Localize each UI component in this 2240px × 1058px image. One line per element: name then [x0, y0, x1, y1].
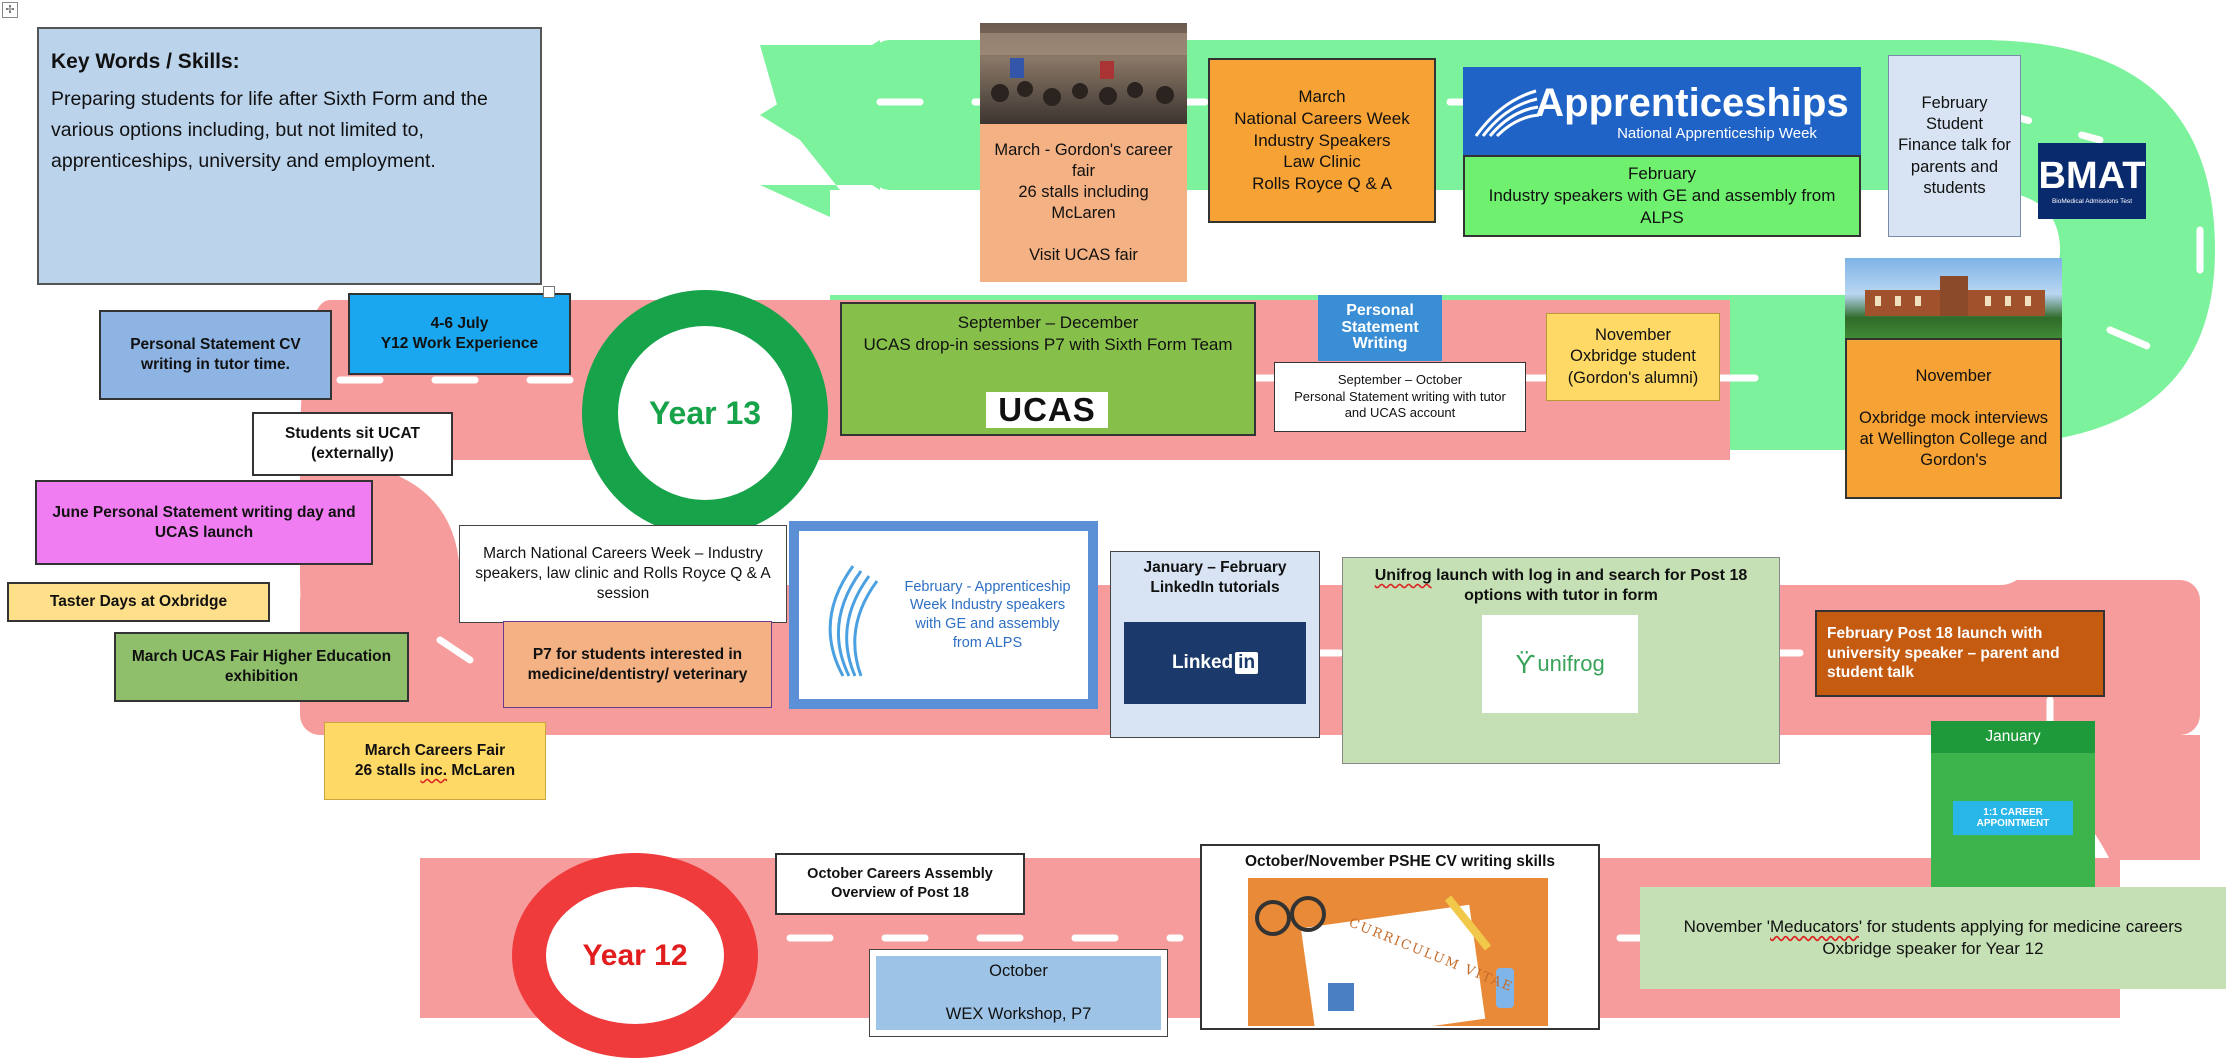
- june-personal-statement-box: June Personal Statement writing day and …: [35, 480, 373, 565]
- nov-oxbridge-student-text: November Oxbridge student (Gordon's alum…: [1567, 326, 1699, 387]
- nov-oxbridge-mock-text: November Oxbridge mock interviews at Wel…: [1859, 366, 2048, 470]
- october-wex-box: October WEX Workshop, P7: [869, 949, 1168, 1037]
- march-careers-fair-box: March Careers Fair 26 stalls inc. McLare…: [324, 722, 546, 800]
- crowd-image: [980, 33, 1187, 106]
- road-arrow-tip: [760, 40, 880, 190]
- year13-marker: Year 13: [582, 290, 828, 536]
- ucas-logo: UCAS: [986, 391, 1108, 428]
- taster-days-text: Taster Days at Oxbridge: [49, 593, 228, 611]
- january-label: January: [1931, 721, 2095, 753]
- sep-oct-personal-statement-box: September – October Personal Statement w…: [1274, 362, 1526, 432]
- college-building-image: [1865, 276, 2045, 316]
- march-gordons-fair-text: March - Gordon's career fair 26 stalls i…: [994, 140, 1173, 265]
- linkedin-in-badge: in: [1235, 652, 1259, 674]
- ucas-dropin-text: September – December UCAS drop-in sessio…: [863, 313, 1233, 354]
- october-wex-inner: October WEX Workshop, P7: [876, 956, 1161, 1030]
- march-ncw-text: March National Careers Week Industry Spe…: [1234, 87, 1410, 194]
- february-alps-text: February Industry speakers with GE and a…: [1488, 164, 1836, 227]
- feb-post18-box: February Post 18 launch with university …: [1815, 610, 2105, 697]
- feb-apprenticeship-box: February - Apprenticeship Week Industry …: [789, 521, 1098, 709]
- meducators-oxbridge-text: Oxbridge speaker for Year 12: [1822, 939, 2044, 958]
- year12-marker: Year 12: [512, 853, 758, 1058]
- march-careers-fair-line1: March Careers Fair: [364, 742, 506, 760]
- jan-feb-linkedin-text: January – February LinkedIn tutorials: [1143, 559, 1287, 596]
- bmat-title: BMAT: [2038, 155, 2146, 197]
- apprenticeships-logo: Apprenticeships National Apprenticeship …: [1463, 67, 1861, 155]
- cv-paper-image: [1255, 895, 1514, 1026]
- apprenticeships-subtitle: National Apprenticeship Week: [1617, 124, 1817, 142]
- career-appointment-badge: 1:1 CAREER APPOINTMENT: [1953, 800, 2073, 835]
- meducators-text: November 'Meducators' for students apply…: [1683, 917, 2183, 937]
- july-work-experience-box: 4-6 July Y12 Work Experience: [348, 293, 571, 375]
- february-student-finance-box: February Student Finance talk for parent…: [1888, 55, 2021, 237]
- oct-nov-pshe-text: October/November PSHE CV writing skills: [1244, 853, 1556, 870]
- march-ncw-lower-box: March National Careers Week – Industry s…: [459, 525, 787, 623]
- personal-statement-logo: Personal Statement Writing: [1318, 295, 1442, 361]
- p7-medicine-text: P7 for students interested in medicine/d…: [527, 645, 748, 683]
- ucat-box: Students sit UCAT (externally): [252, 412, 453, 476]
- table-move-handle-icon[interactable]: ✢: [2, 2, 18, 18]
- key-words-box: Key Words / Skills: Preparing students f…: [37, 27, 542, 285]
- linkedin-logo-text: Linked: [1171, 652, 1234, 673]
- wellington-college-photo: [1845, 258, 2062, 338]
- year13-label: Year 13: [648, 394, 762, 431]
- bmat-subtitle: BioMedical Admissions Test: [2051, 198, 2133, 205]
- unifrog-text: Unifrog launch with log in and search fo…: [1374, 567, 1748, 605]
- february-student-finance-text: February Student Finance talk for parent…: [1898, 94, 2011, 197]
- january-box: January 1:1 CAREER APPOINTMENT: [1931, 721, 2095, 888]
- apprenticeships-wave-icon: [1474, 89, 1540, 138]
- march-ncw-lower-text: March National Careers Week – Industry s…: [475, 545, 771, 602]
- year12-label: Year 12: [582, 938, 688, 972]
- personal-statement-cv-text: Personal Statement CV writing in tutor t…: [130, 336, 301, 373]
- june-personal-statement-text: June Personal Statement writing day and …: [52, 503, 356, 541]
- oct-careers-assembly-text: October Careers Assembly Overview of Pos…: [807, 866, 993, 901]
- resize-handle-icon[interactable]: [543, 286, 555, 298]
- linkedin-logo: Linked in: [1124, 622, 1306, 704]
- key-words-heading: Key Words / Skills:: [51, 50, 240, 73]
- career-fair-photo: [980, 23, 1187, 124]
- march-gordons-fair-box: March - Gordon's career fair 26 stalls i…: [980, 124, 1187, 282]
- oct-careers-assembly-box: October Careers Assembly Overview of Pos…: [775, 853, 1025, 915]
- ucas-logo-text: UCAS: [998, 391, 1096, 428]
- july-work-experience-text: 4-6 July Y12 Work Experience: [380, 315, 539, 352]
- unifrog-box: Unifrog launch with log in and search fo…: [1342, 557, 1780, 764]
- february-alps-box: February Industry speakers with GE and a…: [1463, 155, 1861, 237]
- ucas-dropin-box: September – December UCAS drop-in sessio…: [840, 302, 1256, 436]
- p7-medicine-box: P7 for students interested in medicine/d…: [503, 621, 772, 708]
- personal-statement-cv-box: Personal Statement CV writing in tutor t…: [99, 310, 332, 400]
- feb-post18-text: February Post 18 launch with university …: [1827, 624, 2060, 682]
- october-wex-text: October WEX Workshop, P7: [945, 962, 1092, 1023]
- bmat-logo: BMAT BioMedical Admissions Test: [2038, 143, 2146, 219]
- cv-illustration: CURRICULUM VITAE: [1248, 878, 1548, 1026]
- feb-apprenticeship-text: February - Apprenticeship Week Industry …: [904, 578, 1071, 651]
- personal-statement-logo-text: Personal Statement Writing: [1341, 301, 1419, 353]
- ucat-text: Students sit UCAT (externally): [285, 425, 420, 462]
- meducators-box: November 'Meducators' for students apply…: [1640, 887, 2226, 989]
- march-ucas-fair-text: March UCAS Fair Higher Education exhibit…: [131, 648, 392, 685]
- apprenticeship-wave-icon: [828, 565, 879, 677]
- nov-oxbridge-student-box: November Oxbridge student (Gordon's alum…: [1546, 313, 1720, 401]
- apprenticeships-title: Apprenticeships: [1535, 80, 1849, 125]
- sep-oct-personal-statement-text: September – October Personal Statement w…: [1294, 372, 1506, 421]
- nov-oxbridge-mock-box: November Oxbridge mock interviews at Wel…: [1845, 338, 2062, 499]
- march-careers-fair-line2: 26 stalls inc. McLaren: [354, 762, 516, 779]
- key-words-text: Preparing students for life after Sixth …: [51, 87, 488, 173]
- unifrog-logo: ϔ unifrog: [1482, 615, 1638, 713]
- career-appointment-text: 1:1 CAREER APPOINTMENT: [1976, 806, 2050, 829]
- march-ncw-box: March National Careers Week Industry Spe…: [1208, 58, 1436, 223]
- taster-days-box: Taster Days at Oxbridge: [7, 582, 270, 622]
- march-ucas-fair-box: March UCAS Fair Higher Education exhibit…: [114, 632, 409, 702]
- unifrog-frog-icon: ϔ: [1515, 648, 1536, 679]
- unifrog-logo-text: unifrog: [1537, 651, 1605, 676]
